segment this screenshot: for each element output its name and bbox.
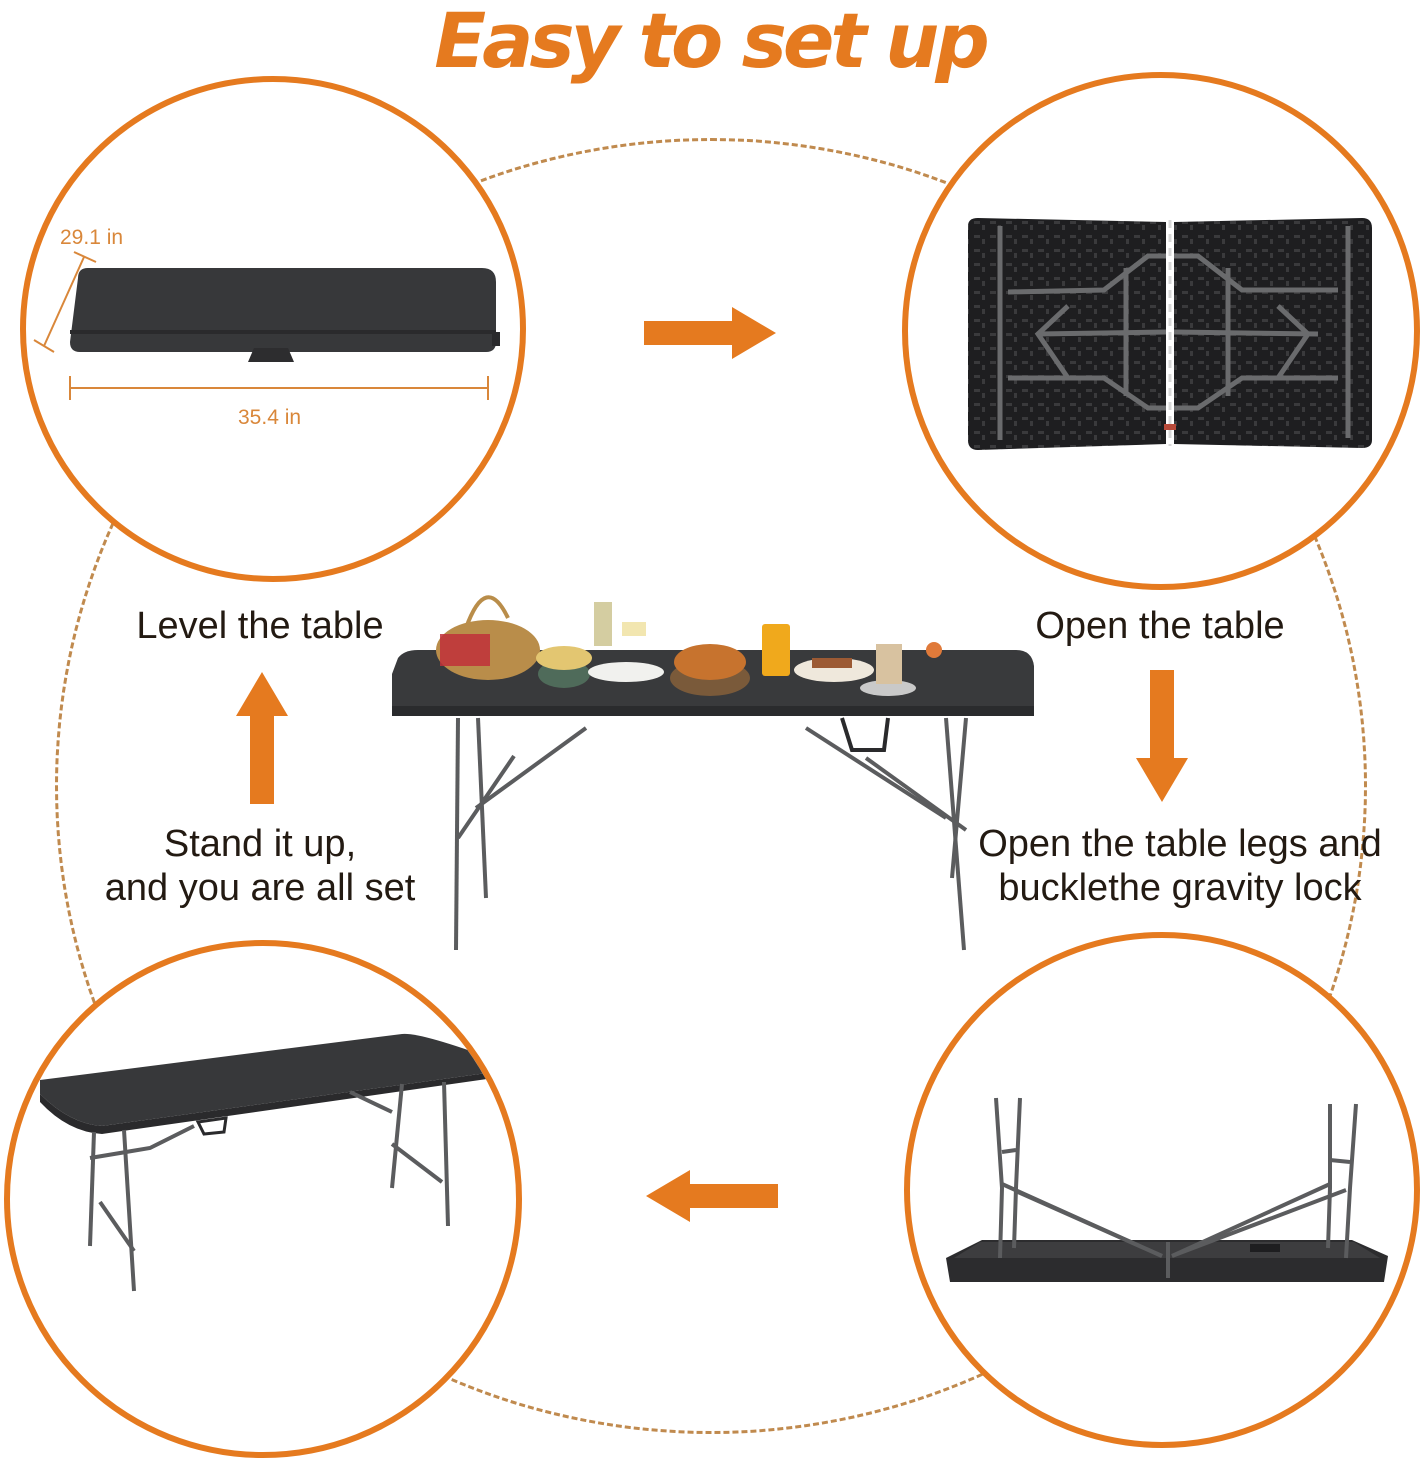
set-table-image bbox=[392, 595, 1034, 951]
step-level-label: Level the table bbox=[136, 605, 384, 647]
step-legs-open-line1: Open the table legs and bbox=[978, 823, 1382, 865]
arrow-up-icon bbox=[236, 672, 288, 804]
step-upright-circle bbox=[4, 940, 522, 1458]
arrow-down-icon bbox=[1136, 670, 1188, 802]
dimension-depth: 29.1 in bbox=[60, 226, 124, 249]
step-folded-circle: 29.1 in 35.4 in bbox=[20, 76, 526, 582]
upright-table-image bbox=[40, 1033, 496, 1292]
page-title: Easy to set up bbox=[434, 0, 990, 85]
step-open-table-circle bbox=[902, 72, 1420, 590]
table-underside-image bbox=[968, 218, 1372, 450]
step-legs-open-line2: bucklethe gravity lock bbox=[998, 867, 1362, 909]
step-upright-line1: Stand it up, bbox=[163, 823, 357, 865]
arrow-left-icon bbox=[646, 1170, 778, 1222]
legs-open-table-image bbox=[946, 1097, 1388, 1282]
step-upright-label: Stand it up, and you are all set bbox=[70, 822, 450, 910]
dimension-width: 35.4 in bbox=[238, 406, 302, 429]
step-legs-open-label: Open the table legs and bucklethe gravit… bbox=[960, 822, 1400, 910]
step-legs-open-circle bbox=[904, 932, 1420, 1448]
arrow-right-icon bbox=[644, 307, 776, 359]
step-upright-line2: and you are all set bbox=[104, 867, 416, 909]
step-open-table-label: Open the table bbox=[1035, 605, 1285, 647]
folded-table-image bbox=[33, 251, 500, 400]
process-cycle-ring bbox=[55, 138, 1367, 1434]
